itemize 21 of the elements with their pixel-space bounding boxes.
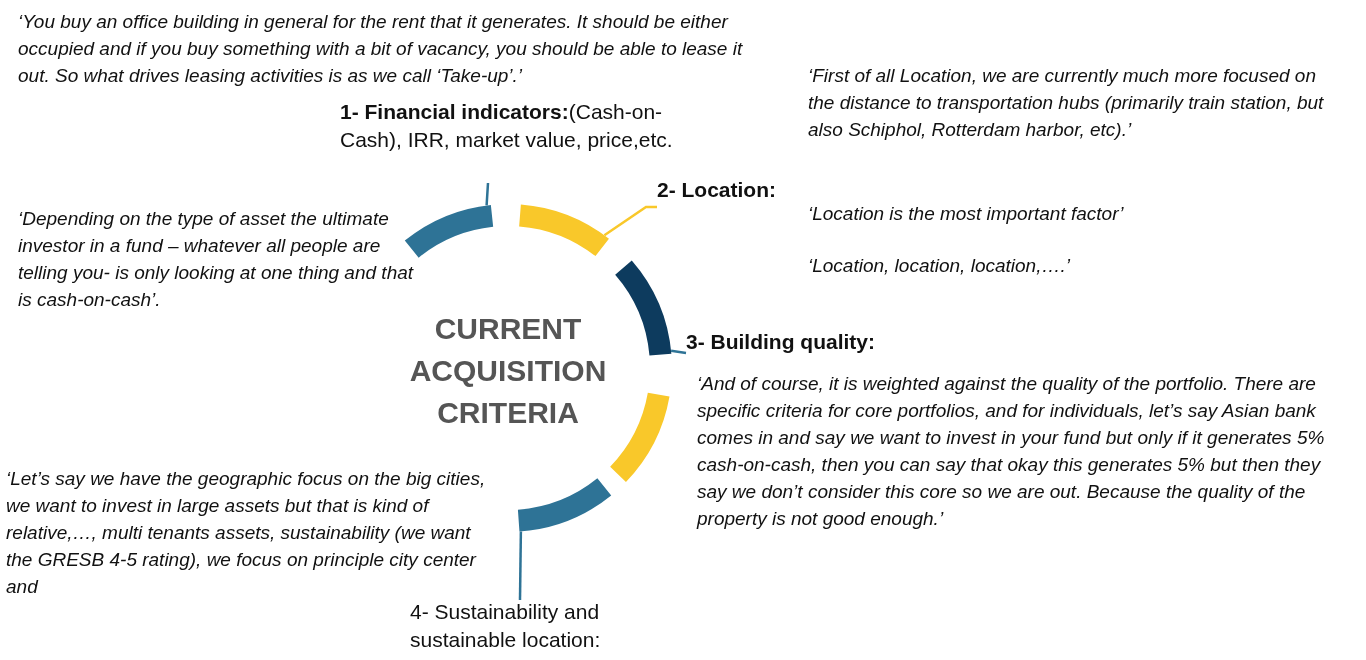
- interview-quote: ‘You buy an office building in general for the rent that it generates. It should be either occupied and if you buy something with a bit of vacancy, you should be able to lease it out. So what drives leasing activities is as we call ‘Take-up’.’: [18, 10, 744, 88]
- leader-line: [518, 531, 523, 600]
- criterion-heading: 4- Sustainability and sustainable location:: [410, 598, 680, 654]
- leader-line: [670, 349, 687, 355]
- interview-quote: ‘Let’s say we have the geographic focus on the big cities, we want to invest in large assets but that is kind of relative,…, multi tenants assets, sustainability (we want the GRESB 4-5 rating), we focus on principle city center and: [6, 467, 487, 599]
- arc-segment: [517, 477, 611, 532]
- arc-segment: [405, 205, 494, 259]
- interview-quote: ‘First of all Location, we are currently much more focused on the distance to transportation hubs (primarily train station, but also Schiphol, Rotterdam harbor, etc).’: [808, 64, 1325, 142]
- interview-quote: ‘Location is the most important factor’: [808, 202, 1125, 226]
- interview-quote: ‘Depending on the type of asset the ultimate investor in a fund – whatever all people are telling you- is only looking at one thing and that is cash-on-cash’.: [18, 207, 415, 312]
- criterion-heading: 1- Financial indicators:(Cash-on-Cash), IRR, market value, price,etc.: [340, 98, 685, 154]
- interview-quote: ‘Location, location, location,….’: [808, 254, 1071, 278]
- interview-quote: ‘And of course, it is weighted against the quality of the portfolio. There are specific criteria for core portfolios, and for individuals, let’s say Asian bank comes in and say we want to invest in your fund but only if it generates 5% cash-on-cash, then you can say that okay this generates 5% but then they say we don’t consider this core so we are out. Because the quality of the property is not good enough.’: [697, 372, 1326, 531]
- leader-line: [485, 182, 490, 206]
- arc-segment: [609, 392, 670, 482]
- arc-segment: [518, 204, 609, 257]
- arc-segment: [614, 260, 672, 357]
- leader-line: [603, 205, 657, 237]
- criterion-heading: 3- Building quality:: [686, 328, 926, 356]
- title: CURRENT ACQUISITION CRITERIA: [408, 311, 608, 431]
- criterion-heading: 2- Location:: [657, 176, 817, 204]
